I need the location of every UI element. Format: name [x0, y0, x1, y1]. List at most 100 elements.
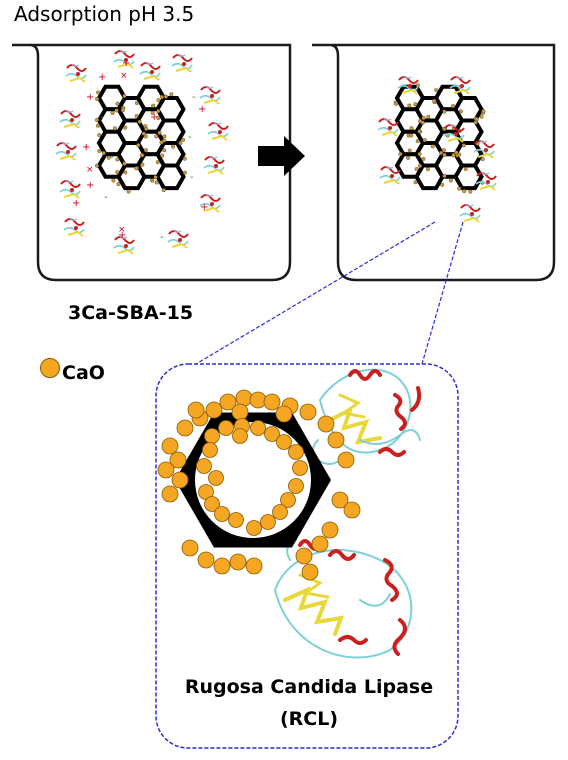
cao-particle: [176, 419, 194, 437]
cao-particle: [272, 504, 288, 520]
cao-particle: [451, 153, 456, 158]
cao-particle: [114, 108, 119, 113]
cao-particle: [134, 166, 139, 171]
cao-particle: [159, 94, 164, 99]
cao-particle: [409, 133, 414, 138]
cao-particle: [260, 514, 276, 530]
cao-particle: [151, 103, 156, 108]
lipase-molecule: [59, 109, 81, 129]
cao-particle: [413, 102, 418, 107]
lipase-molecule: [171, 53, 193, 73]
zoom-line-right: [421, 221, 464, 365]
cao-particle: [317, 415, 335, 433]
cao-particle: [438, 150, 443, 155]
cao-particle: [182, 156, 187, 161]
negative-charge: -: [100, 112, 104, 123]
sba15-particle-left: [95, 84, 187, 194]
pore-hexagon: [155, 163, 186, 191]
cao-particle: [275, 405, 293, 423]
negative-charge: -: [160, 232, 164, 243]
cao-particle: [417, 152, 422, 157]
cao-particle: [442, 152, 447, 157]
cao-particle: [232, 428, 248, 444]
enzyme-abbreviation: (RCL): [279, 708, 339, 730]
cao-particle: [311, 535, 329, 553]
cao-particle: [169, 92, 174, 97]
pore-hexagon: [155, 118, 186, 145]
beaker-right: [312, 43, 556, 282]
surface-charges: ++++++++++-------×××: [72, 58, 208, 243]
cao-particle: [461, 143, 466, 148]
lipase-molecule: [199, 85, 221, 105]
cao-particle: [263, 393, 281, 411]
beaker-left: [12, 43, 292, 282]
lipase-molecule: [59, 179, 81, 199]
cao-particle: [137, 119, 142, 124]
cao-particle: [441, 148, 446, 153]
enzyme-name: Rugosa Candida Lipase: [184, 676, 434, 698]
cao-particle: [457, 186, 462, 191]
cao-particle: [204, 428, 220, 444]
negative-charge: -: [190, 172, 194, 183]
cao-particle: [421, 115, 426, 120]
cao-particle: [288, 478, 304, 494]
cao-particle: [181, 137, 186, 142]
cao-particle: [343, 501, 361, 519]
cao-particle: [432, 98, 437, 103]
cao-particle: [150, 110, 155, 115]
cao-particle: [159, 140, 164, 145]
pore-hexagon: [155, 96, 186, 123]
orange-circle-icon: [40, 358, 60, 378]
lipase-molecule: [459, 203, 481, 223]
charge-marker: ×: [86, 165, 94, 175]
cao-particle: [442, 173, 447, 178]
cao-particle: [157, 130, 162, 135]
cao-particle: [418, 118, 423, 123]
cao-particle: [417, 163, 422, 168]
cao-particle: [95, 117, 100, 122]
cao-particle: [115, 101, 120, 106]
diagram-title: Adsorption pH 3.5: [14, 2, 195, 26]
arrow-icon: [258, 136, 305, 176]
cao-particle: [458, 109, 463, 114]
cao-particle: [156, 115, 161, 120]
mesopore-cross-section: [157, 389, 361, 581]
cao-particle: [187, 401, 205, 419]
cao-particle: [197, 551, 215, 569]
negative-charge: -: [192, 92, 196, 103]
cao-particle: [110, 110, 115, 115]
cao-particle: [115, 170, 120, 175]
pore-hexagon: [453, 96, 484, 123]
lipase-molecule: [63, 217, 85, 237]
cao-particle: [414, 167, 419, 172]
positive-charge: +: [150, 112, 158, 123]
cao-particle: [123, 125, 128, 130]
cao-particle: [276, 434, 292, 450]
cao-particle: [156, 98, 161, 103]
cao-particle: [95, 163, 100, 168]
cao-particle: [143, 148, 148, 153]
cao-particle: [204, 496, 220, 512]
cao-particle: [479, 114, 484, 119]
cao-particle: [301, 563, 319, 581]
lipase-molecule: [139, 61, 161, 81]
pore-hexagon: [453, 163, 484, 191]
positive-charge: +: [98, 72, 106, 83]
positive-charge: +: [82, 142, 90, 153]
cao-particle: [448, 178, 453, 183]
positive-charge: +: [72, 198, 80, 209]
cao-particle: [153, 175, 158, 180]
cao-particle: [154, 180, 159, 185]
lipase-molecule: [167, 229, 189, 249]
cao-particle: [417, 129, 422, 134]
cao-particle: [208, 470, 224, 486]
cao-particle: [442, 109, 447, 114]
cao-particle: [171, 471, 189, 489]
positive-charge: +: [86, 92, 94, 103]
cao-particle: [430, 144, 435, 149]
cao-particle: [157, 461, 175, 479]
positive-charge: +: [118, 230, 126, 241]
zoom-line-left: [195, 221, 436, 365]
negative-charge: -: [104, 192, 108, 203]
negative-charge: -: [188, 132, 192, 143]
